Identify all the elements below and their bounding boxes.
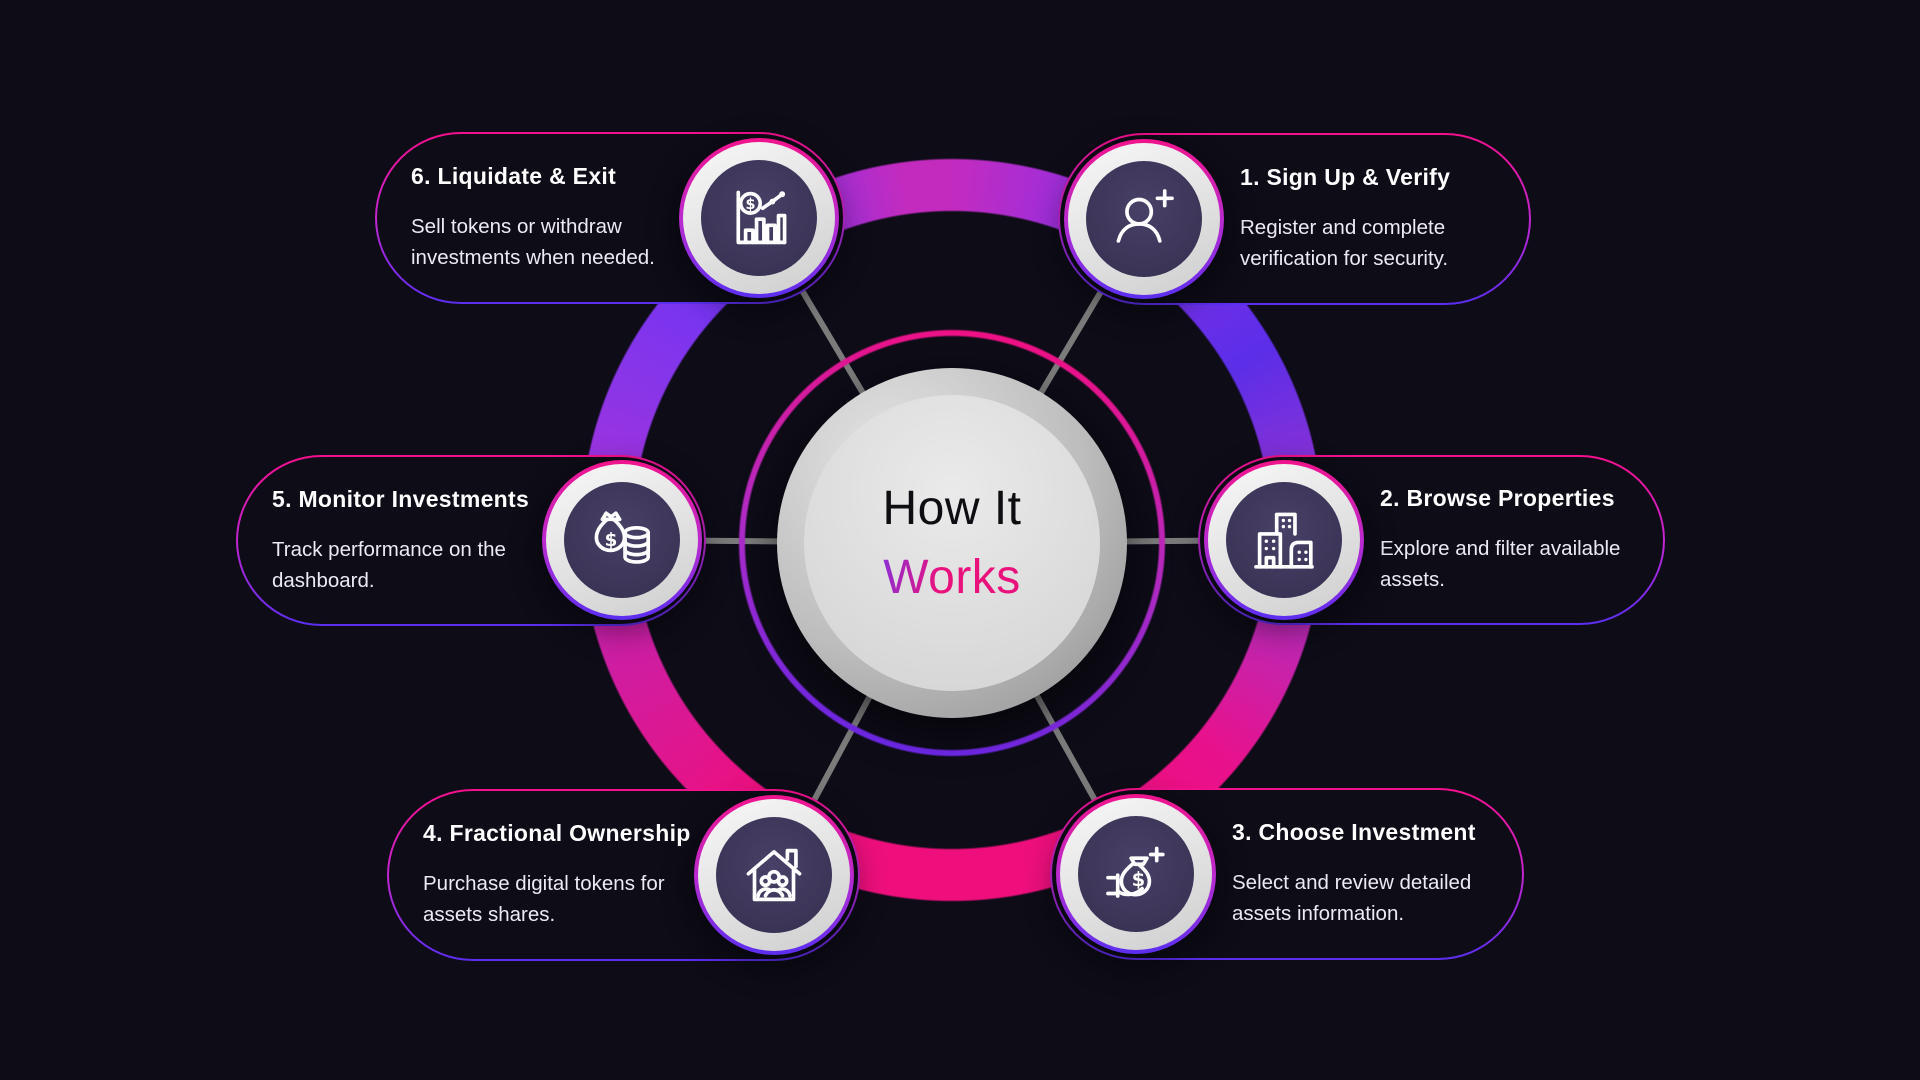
step-description: Purchase digital tokens for assets share… [423,868,673,930]
step-description: Track performance on the dashboard. [272,534,519,596]
node-sign-up [1064,139,1224,299]
step-title: 3. Choose Investment [1232,819,1476,845]
step-description-line: Track performance on the [272,537,506,561]
step-description-line: Explore and filter available [1380,537,1621,560]
step-description: Sell tokens or withdraw investments when… [411,211,658,273]
node-ring: $ [683,142,835,294]
step-description: Select and review detailed assets inform… [1232,867,1504,929]
node-circle: $ [1078,816,1194,932]
step-description-line: Select and review detailed [1232,871,1472,894]
node-ring: $ [546,464,698,616]
step-description-line: verification for security. [1240,247,1449,270]
chart-dollar-icon: $ [736,190,787,245]
node-ring [698,799,850,951]
center-circle: How It Works [777,368,1127,718]
step-card-liquidate-exit: 6. Liquidate & Exit Sell tokens or withd… [375,132,845,304]
node-circle [1226,482,1342,598]
house-group-icon [746,848,802,902]
step-description-line: assets. [1380,568,1445,591]
step-description-line: Register and complete [1240,216,1446,239]
node-ring: $ [1060,798,1212,950]
step-description-line: investments when needed. [411,246,655,269]
step-description: Explore and filter available assets. [1380,533,1645,595]
step-title: 4. Fractional Ownership [423,820,691,846]
moneybag-coins-icon: $ [594,511,651,564]
svg-text:$: $ [1132,868,1146,891]
svg-text:$: $ [745,196,755,213]
node-circle [1086,161,1202,277]
node-circle: $ [564,482,680,598]
step-description-line: dashboard. [272,568,375,592]
step-card-browse-properties: 2. Browse Properties Explore and filter … [1198,455,1665,625]
step-description-line: Sell tokens or withdraw [411,215,622,238]
buildings-icon [1254,512,1314,569]
step-description-line: assets information. [1232,902,1405,925]
step-description-line: Purchase digital tokens for [423,872,665,895]
hand-money-bag-icon: $ [1106,846,1165,898]
node-ring [1068,143,1220,295]
step-card-choose-investment: 3. Choose Investment Select and review d… [1050,788,1524,960]
step-title: 1. Sign Up & Verify [1240,164,1451,190]
step-title: 6. Liquidate & Exit [411,163,617,189]
node-choose-investment: $ [1056,794,1216,954]
center-title-line2: Works [883,551,1021,604]
node-browse-properties [1204,460,1364,620]
step-title: 2. Browse Properties [1380,485,1615,511]
user-plus-icon [1116,189,1174,243]
step-card-monitor-investments: 5. Monitor Investments Track performance… [236,455,706,626]
node-fractional-ownership [694,795,854,955]
node-liquidate-exit: $ [679,138,839,298]
step-description-line: assets shares. [423,903,556,926]
step-card-fractional-ownership: 4. Fractional Ownership Purchase digital… [387,789,860,961]
svg-text:$: $ [605,530,618,551]
step-card-sign-up: 1. Sign Up & Verify Register and complet… [1058,133,1531,305]
node-monitor-investments: $ [542,460,702,620]
node-circle: $ [701,160,817,276]
step-description: Register and complete verification for s… [1240,212,1511,274]
center-title-line1: How It [882,482,1022,535]
node-ring [1208,464,1360,616]
node-circle [716,817,832,933]
step-title: 5. Monitor Investments [272,485,530,512]
center-circle-face: How It Works [804,395,1100,691]
